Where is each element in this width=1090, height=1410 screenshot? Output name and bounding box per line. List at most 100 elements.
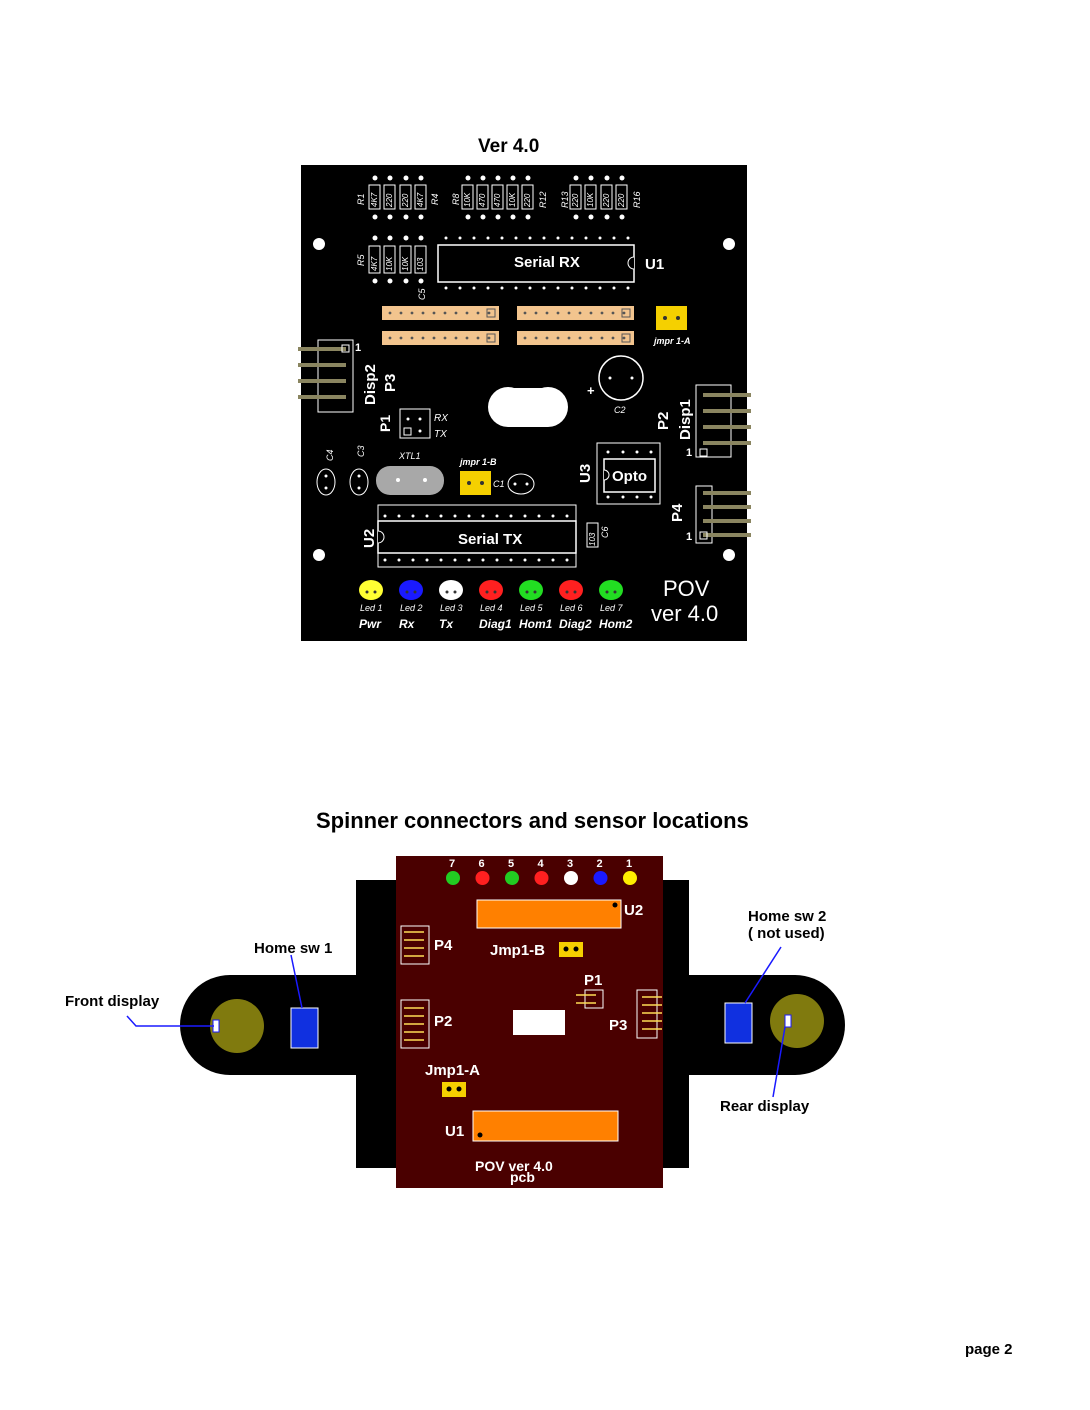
led-id-label: Led 2 bbox=[400, 603, 423, 613]
spinner-title: Spinner connectors and sensor locations bbox=[316, 808, 749, 833]
opto-label: Opto bbox=[612, 468, 647, 485]
page-number: page 2 bbox=[965, 1341, 1013, 1358]
serial-rx-label: Serial RX bbox=[514, 254, 580, 271]
c3-capacitor bbox=[349, 468, 369, 496]
u3-opto bbox=[596, 442, 661, 505]
p3-pins bbox=[298, 347, 346, 399]
p3-label: P3 bbox=[382, 374, 399, 392]
p3-connector bbox=[317, 339, 354, 413]
serial-tx-label: Serial TX bbox=[458, 531, 522, 548]
led-id-label: Led 4 bbox=[480, 603, 503, 613]
res-val: 4K7 bbox=[370, 256, 379, 271]
resistor-group-4 bbox=[368, 245, 427, 274]
r5-label: R5 bbox=[356, 254, 366, 266]
led-name-label: Hom1 bbox=[519, 617, 553, 631]
jmpr-1b-label: jmpr 1-B bbox=[459, 457, 497, 467]
res-val: 220 bbox=[523, 193, 532, 208]
resistor-group-3 bbox=[569, 184, 628, 210]
u1-label: U1 bbox=[645, 256, 664, 273]
disp2-label: Disp2 bbox=[362, 364, 379, 405]
p2-label: P2 bbox=[655, 412, 672, 430]
r16-label: R16 bbox=[632, 191, 642, 208]
led-name-label: Tx bbox=[439, 617, 454, 631]
c1-label: C1 bbox=[493, 479, 505, 489]
jmpr-1a-label: jmpr 1-A bbox=[653, 336, 691, 346]
led-id-label: Led 6 bbox=[560, 603, 583, 613]
p4-pin1: 1 bbox=[686, 531, 692, 543]
led-name-label: Pwr bbox=[359, 617, 382, 631]
mount-hole bbox=[313, 549, 325, 561]
led-name-label: Hom2 bbox=[599, 617, 633, 631]
p2-connector bbox=[695, 384, 732, 458]
led-name-label: Diag2 bbox=[559, 617, 592, 631]
xtl1-crystal bbox=[376, 466, 444, 495]
c2-plus: + bbox=[587, 383, 595, 398]
led-id-label: Led 1 bbox=[360, 603, 383, 613]
res-val: 4K7 bbox=[370, 192, 379, 207]
mount-hole bbox=[723, 549, 735, 561]
res-val: 10K bbox=[463, 192, 472, 207]
mount-hole bbox=[313, 238, 325, 250]
jmpr-1a bbox=[656, 306, 687, 330]
res-val: 470 bbox=[493, 193, 502, 207]
led-5: Led 5 Hom1 bbox=[519, 580, 553, 631]
p4-pins bbox=[703, 491, 751, 537]
p1-connector bbox=[399, 408, 431, 439]
led-id-label: Led 7 bbox=[600, 603, 624, 613]
c4-label: C4 bbox=[325, 449, 335, 461]
res-val: 220 bbox=[571, 193, 580, 208]
mount-hole bbox=[723, 238, 735, 250]
res-val: 10K bbox=[401, 256, 410, 271]
c4-capacitor bbox=[316, 468, 336, 496]
res-val: 10K bbox=[508, 192, 517, 207]
p4-connector bbox=[695, 485, 713, 544]
c6-label: C6 bbox=[600, 526, 610, 538]
c2-label: C2 bbox=[614, 405, 626, 415]
r1-label: R1 bbox=[356, 193, 366, 205]
res-val: 220 bbox=[602, 193, 611, 208]
pov-label: POV bbox=[663, 576, 710, 601]
p2-pin1: 1 bbox=[686, 447, 692, 459]
res-val: 4K7 bbox=[416, 192, 425, 207]
p4-label: P4 bbox=[669, 503, 686, 522]
res-val: 470 bbox=[478, 193, 487, 207]
xtl1-label: XTL1 bbox=[398, 451, 421, 461]
header-strip-pins bbox=[388, 308, 631, 343]
res-val: 10K bbox=[385, 256, 394, 271]
pcb-title: Ver 4.0 bbox=[478, 136, 540, 157]
resistor-group-1 bbox=[368, 184, 427, 210]
led-id-label: Led 5 bbox=[520, 603, 544, 613]
led-3: Led 3 Tx bbox=[439, 580, 463, 631]
u3-label: U3 bbox=[577, 464, 594, 483]
res-val: 220 bbox=[401, 193, 410, 208]
led-7: Led 7 Hom2 bbox=[599, 580, 633, 631]
led-1: Led 1 Pwr bbox=[359, 580, 383, 631]
p2-pins bbox=[703, 393, 751, 445]
p1-label: P1 bbox=[377, 415, 393, 432]
c3-label: C3 bbox=[356, 445, 366, 457]
c6-capacitor bbox=[586, 522, 599, 548]
pov-version-label: ver 4.0 bbox=[651, 601, 718, 626]
res-val: 10K bbox=[586, 192, 595, 207]
u1-pins bbox=[444, 236, 630, 290]
u2-label: U2 bbox=[361, 529, 378, 548]
led-6: Led 6 Diag2 bbox=[559, 580, 592, 631]
c6-value: 103 bbox=[588, 532, 597, 546]
jmpr-1b bbox=[460, 471, 491, 495]
r13-label: R13 bbox=[560, 191, 570, 208]
c1-capacitor bbox=[507, 473, 535, 495]
res-val: 103 bbox=[416, 257, 425, 271]
res-val: 220 bbox=[617, 193, 626, 208]
p1-tx-label: TX bbox=[434, 429, 447, 440]
c2-capacitor bbox=[598, 355, 644, 401]
c5-label: C5 bbox=[417, 288, 427, 300]
resistor-group-2 bbox=[461, 184, 534, 210]
led-id-label: Led 3 bbox=[440, 603, 463, 613]
r8-label: R8 bbox=[451, 193, 461, 205]
p3-pin1: 1 bbox=[355, 342, 361, 354]
u2-pins bbox=[383, 514, 569, 562]
r12-label: R12 bbox=[538, 191, 548, 208]
